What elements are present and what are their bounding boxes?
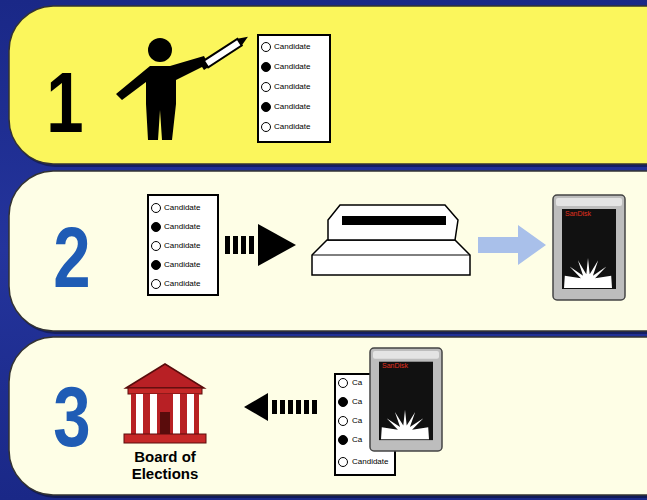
ballot-text: Candidate xyxy=(164,260,200,270)
label-anchor: Candidate xyxy=(274,82,310,92)
building-column xyxy=(136,394,143,434)
building-column xyxy=(150,394,157,434)
ballot-text: Ca xyxy=(352,416,362,426)
ballot-text: Candidate xyxy=(164,222,200,232)
scanner-edge xyxy=(312,255,470,256)
label-anchor: Ca xyxy=(352,416,362,426)
step-number: 3 xyxy=(49,373,96,459)
label-anchor: Candidate xyxy=(164,241,200,251)
ballot-bubble xyxy=(262,43,271,52)
brand-text: SanDisk xyxy=(382,361,408,371)
label-anchor: Candidate xyxy=(164,203,200,213)
band-fill xyxy=(9,6,647,164)
label-anchor: Ca xyxy=(352,397,362,407)
place-label: Board of Elections xyxy=(111,448,219,482)
building-column xyxy=(187,394,194,434)
ballot-bubble xyxy=(339,417,348,426)
ballot-bubble xyxy=(262,83,271,92)
memory-card xyxy=(553,195,625,300)
arrow-dash xyxy=(249,236,254,254)
band-shape xyxy=(8,170,647,332)
step-band: 2 xyxy=(8,170,647,332)
brand-text: SanDisk xyxy=(565,209,591,219)
ballot-bubble xyxy=(152,242,161,251)
ballot-sheet xyxy=(258,35,330,142)
building-wall xyxy=(131,394,199,434)
step-band: 1 xyxy=(8,5,647,165)
building-node: Board of Elections xyxy=(111,361,219,482)
scanner xyxy=(312,205,470,275)
step-number: 2 xyxy=(49,214,96,300)
building-base xyxy=(124,434,206,443)
ballot-bubble xyxy=(152,204,161,213)
arrow-dash xyxy=(225,236,230,254)
ballot-text: Ca xyxy=(352,397,362,407)
ballot-text: Ca xyxy=(352,435,362,445)
memory-card xyxy=(370,348,442,451)
band-shape xyxy=(8,336,647,496)
ballot-paper xyxy=(258,35,330,142)
label-anchor: Ca xyxy=(352,378,362,388)
band-fill xyxy=(9,171,647,331)
label-anchor: Candidate xyxy=(274,102,310,112)
building-door xyxy=(160,412,170,434)
arrow-dash xyxy=(304,400,309,414)
ballot-bubble xyxy=(152,223,161,232)
arrow-dash xyxy=(280,400,285,414)
label-anchor: Ca xyxy=(352,435,362,445)
building-column xyxy=(173,394,180,434)
arrow-dash xyxy=(296,400,301,414)
ballot-text: Candidate xyxy=(274,82,310,92)
band-shape xyxy=(8,5,647,165)
ballot-text: Candidate xyxy=(164,279,200,289)
ballot-text: Candidate xyxy=(352,457,388,467)
label-anchor: Candidate xyxy=(274,42,310,52)
ballot-bubble xyxy=(339,398,348,407)
ballot-bubble xyxy=(339,436,348,445)
label-anchor: Candidate xyxy=(164,260,200,270)
label-anchor: Candidate xyxy=(274,62,310,72)
ballot-bubble xyxy=(262,103,271,112)
ballot-text: Candidate xyxy=(274,42,310,52)
label-anchor: SanDisk xyxy=(565,209,591,219)
step-band: Board of Elections 3 xyxy=(8,336,647,496)
label-anchor: SanDisk xyxy=(382,361,408,371)
step-number: 1 xyxy=(42,59,89,145)
band-fill xyxy=(9,337,647,495)
scanner-slot xyxy=(342,216,446,225)
building-frieze xyxy=(128,388,202,394)
label-anchor: Candidate xyxy=(164,279,200,289)
ballot-bubble xyxy=(262,63,271,72)
voter-head xyxy=(148,38,172,62)
ballot-text: Candidate xyxy=(164,203,200,213)
ballot-bubble xyxy=(152,261,161,270)
label-anchor: Candidate xyxy=(274,122,310,132)
scanner-top xyxy=(328,205,458,240)
ballot-text: Candidate xyxy=(164,241,200,251)
arrow-dash xyxy=(233,236,238,254)
label-anchor: Candidate xyxy=(164,222,200,232)
ballot-bubble xyxy=(262,123,271,132)
arrow-dash xyxy=(272,400,277,414)
scanner-base xyxy=(312,240,470,275)
ballot-paper xyxy=(148,195,218,295)
ballot-text: Candidate xyxy=(274,102,310,112)
ballot-sheet xyxy=(148,195,218,295)
label-anchor: Candidate xyxy=(352,457,388,467)
ballot-text: Candidate xyxy=(274,122,310,132)
ballot-bubble xyxy=(339,458,348,467)
arrow-dash xyxy=(312,400,317,414)
arrow-dash xyxy=(241,236,246,254)
arrow-dash xyxy=(288,400,293,414)
ballot-text: Candidate xyxy=(274,62,310,72)
ballot-bubble xyxy=(339,379,348,388)
ballot-bubble xyxy=(152,280,161,289)
ballot-text: Ca xyxy=(352,378,362,388)
